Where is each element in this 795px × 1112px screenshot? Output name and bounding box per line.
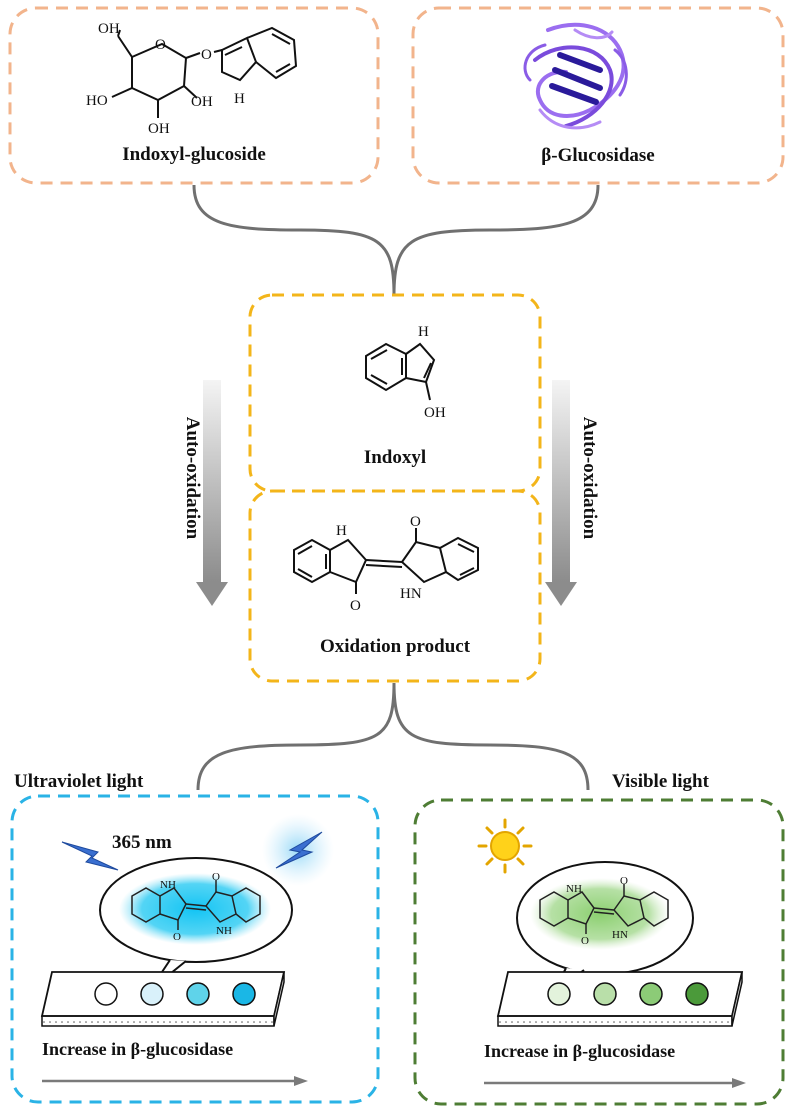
product-o-top: O [410,514,421,530]
visible-glow [530,878,670,950]
visible-well-4 [685,982,709,1006]
top-connector [192,184,600,296]
visible-panel-box [413,798,785,1106]
visible-panel-title: Visible light [612,771,710,792]
visible-well-1 [547,982,571,1006]
product-box [248,489,542,683]
visible-axis-label: Increase in β-glucosidase [484,1041,675,1061]
uv-struct-o-bottom: O [173,931,181,943]
enzyme-label: β-Glucosidase [541,145,654,166]
right-arrow-label: Auto-oxidation [579,417,600,540]
glucoside-ho-left: HO [86,93,108,109]
product-hn: HN [400,586,422,602]
enzyme-box [411,6,785,185]
visible-struct-nh: NH [566,883,582,895]
product-h-top: H [336,523,347,539]
uv-well-4 [232,982,256,1006]
uv-axis-label: Increase in β-glucosidase [42,1039,233,1059]
glucoside-oh-right: OH [191,94,213,110]
glucoside-oh-top: OH [98,21,120,37]
intermediate-label: Indoxyl [364,447,426,468]
visible-increase-arrow [484,1078,746,1088]
indoxyl-structure [365,342,436,401]
visible-struct-o-top: O [620,875,628,887]
uv-increase-arrow [42,1076,308,1086]
bottom-connector [196,682,590,791]
visible-well-3 [639,982,663,1006]
uv-lightning-icon [61,841,119,871]
uv-struct-o-top: O [212,871,220,883]
uv-well-1 [94,982,118,1006]
product-label: Oxidation product [320,636,471,657]
oxidation-product-structure [293,528,479,594]
uv-struct-nh: NH [160,879,176,891]
uv-struct-nh-right: NH [216,925,232,937]
indoxyl-h: H [418,324,429,340]
protein-ribbon-icon [523,22,628,130]
glucoside-oh-bottom: OH [148,121,170,137]
visible-struct-o-bottom: O [581,935,589,947]
right-auto-oxidation-arrow [545,380,577,606]
substrate-label: Indoxyl-glucoside [122,144,266,165]
visible-struct-hn: HN [612,929,628,941]
left-arrow-label: Auto-oxidation [182,417,203,540]
sun-icon [477,818,533,874]
uv-lightning-glow-icon [262,814,334,886]
visible-indigo-structure [539,884,669,934]
uv-panel-title: Ultraviolet light [14,771,144,792]
uv-wavelength-label: 365 nm [112,832,172,853]
uv-indigo-structure [131,880,261,930]
indoxyl-glucoside-structure [111,26,298,118]
product-o-bottom: O [350,598,361,614]
indoxyl-oh: OH [424,405,446,421]
visible-well-2 [593,982,617,1006]
glucoside-nh-n: H [234,91,245,107]
glucoside-o-link: O [201,47,212,63]
uv-well-2 [140,982,164,1006]
left-auto-oxidation-arrow [196,380,228,606]
uv-well-3 [186,982,210,1006]
glucoside-o-ring: O [155,37,166,53]
uv-panel-box [10,794,380,1104]
